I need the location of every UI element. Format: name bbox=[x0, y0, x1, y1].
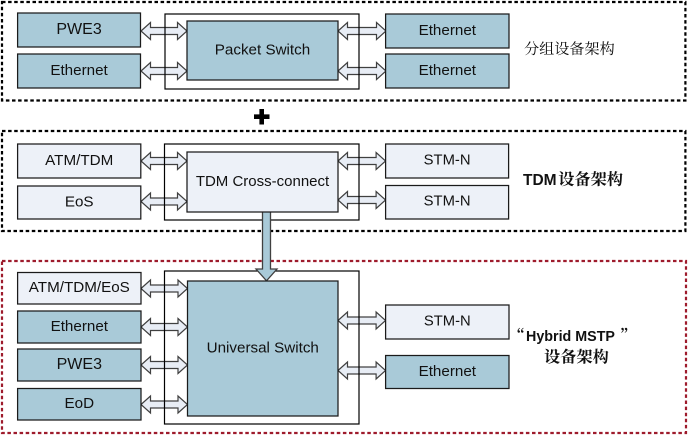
svg-text:PWE3: PWE3 bbox=[56, 21, 101, 38]
svg-text:PWE3: PWE3 bbox=[57, 356, 102, 373]
svg-text:Ethernet: Ethernet bbox=[419, 62, 477, 79]
svg-text:Hybrid MSTP: Hybrid MSTP bbox=[526, 329, 615, 345]
svg-text:TDM: TDM bbox=[523, 172, 557, 189]
svg-text:STM-N: STM-N bbox=[424, 194, 471, 210]
svg-text:Packet Switch: Packet Switch bbox=[215, 41, 310, 58]
svg-text:Ethernet: Ethernet bbox=[50, 62, 108, 79]
svg-text:STM-N: STM-N bbox=[424, 152, 471, 168]
svg-text:EoS: EoS bbox=[65, 193, 94, 210]
svg-text:Universal Switch: Universal Switch bbox=[207, 339, 319, 356]
svg-text:Ethernet: Ethernet bbox=[51, 318, 109, 335]
svg-text:EoD: EoD bbox=[65, 395, 95, 412]
svg-text:STM-N: STM-N bbox=[424, 313, 471, 329]
svg-text:ATM/TDM/EoS: ATM/TDM/EoS bbox=[29, 279, 130, 296]
svg-text:TDM Cross-connect: TDM Cross-connect bbox=[196, 173, 330, 190]
svg-text:Ethernet: Ethernet bbox=[419, 363, 477, 380]
svg-text:ATM/TDM: ATM/TDM bbox=[45, 152, 113, 169]
svg-text:Ethernet: Ethernet bbox=[419, 22, 477, 39]
